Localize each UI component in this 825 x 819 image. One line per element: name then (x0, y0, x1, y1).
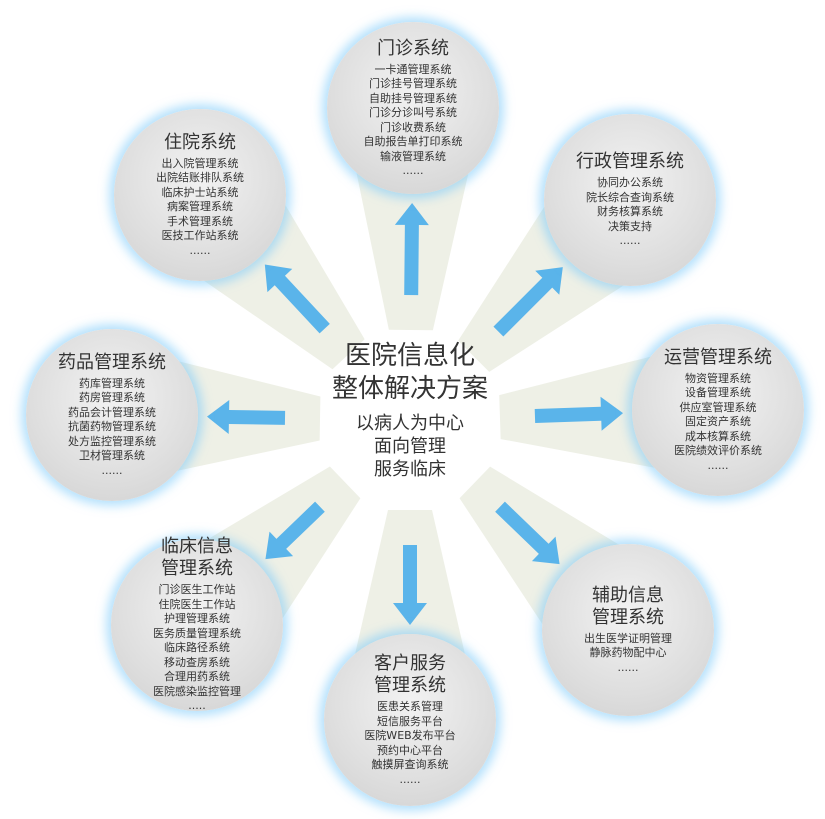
arrow-icon-administration (493, 267, 563, 337)
node-item: 成本核算系统 (685, 429, 751, 443)
node-customer-service: 客户服务管理系统医患关系管理短信服务平台医院WEB发布平台预约中心平台触摸屏查询… (324, 634, 496, 806)
node-administration: 行政管理系统协同办公系统院长综合查询系统财务核算系统决策支持...... (544, 114, 716, 286)
node-inpatient: 住院系统出入院管理系统出院结账排队系统临床护士站系统病案管理系统手术管理系统医技… (114, 109, 286, 281)
node-item: 卫材管理系统 (79, 449, 145, 463)
node-item: 合理用药系统 (164, 670, 230, 684)
center-subtitle-1: 以病人为中心 (356, 413, 464, 434)
node-item: 医务质量管理系统 (153, 626, 241, 640)
node-item: 自助报告单打印系统 (363, 135, 463, 148)
node-item: 手术管理系统 (167, 214, 233, 228)
node-item: ...... (399, 772, 421, 786)
node-item: 出生医学证明管理 (584, 631, 672, 645)
node-title: 门诊系统 (377, 37, 449, 59)
node-title: 管理系统 (374, 675, 446, 696)
node-item: 药品会计管理系统 (68, 405, 156, 419)
node-title: 管理系统 (161, 558, 233, 580)
node-item: 处方监控管理系统 (68, 434, 156, 448)
node-item: 门诊医生工作站 (158, 583, 236, 597)
node-item: 设备管理系统 (685, 386, 751, 400)
node-item: 一卡通管理系统 (374, 62, 452, 76)
node-item: 药库管理系统 (79, 376, 145, 390)
node-pharmacy: 药品管理系统药库管理系统药房管理系统药品会计管理系统抗菌药物管理系统处方监控管理… (26, 329, 198, 501)
arrow-icon-operations (534, 396, 624, 431)
node-clinical: 临床信息管理系统门诊医生工作站住院医生工作站护理管理系统医务质量管理系统临床路径… (111, 536, 283, 713)
node-item: 输液管理系统 (380, 149, 446, 163)
node-item: 医院WEB发布平台 (364, 729, 456, 742)
node-outpatient: 门诊系统一卡通管理系统门诊挂号管理系统自助挂号管理系统门诊分诊叫号系统门诊收费系… (327, 22, 499, 194)
arrow-icon-inpatient (264, 264, 330, 334)
node-item: ..... (188, 699, 206, 713)
node-item: 移动查房系统 (164, 655, 230, 669)
node-item: 护理管理系统 (164, 612, 230, 626)
node-title: 药品管理系统 (58, 351, 166, 373)
node-title: 住院系统 (164, 131, 236, 153)
node-item: 触摸屏查询系统 (371, 758, 449, 771)
arrow-icon-auxiliary (495, 501, 560, 565)
center-subtitle-2: 面向管理 (374, 436, 446, 457)
arrow-icon-customer-service (393, 545, 427, 625)
arrow-icon-pharmacy (206, 399, 286, 434)
node-item: 财务核算系统 (597, 205, 663, 219)
node-operations: 运营管理系统物资管理系统设备管理系统供应室管理系统固定资产系统成本核算系统医院绩… (632, 324, 804, 496)
node-item: 抗菌药物管理系统 (68, 420, 156, 434)
node-item: 静脉药物配中心 (589, 646, 667, 660)
node-title: 行政管理系统 (576, 151, 684, 173)
node-item: ...... (189, 243, 211, 257)
node-item: 医院感染监控管理 (153, 684, 241, 698)
center-title-2: 整体解决方案 (331, 374, 488, 404)
node-item: ...... (617, 660, 639, 674)
node-item: 门诊挂号管理系统 (369, 77, 457, 90)
node-item: 自助挂号管理系统 (369, 91, 457, 105)
node-item: ...... (619, 234, 641, 248)
node-title: 运营管理系统 (664, 346, 772, 368)
node-item: 出院结账排队系统 (156, 171, 244, 185)
node-item: ...... (101, 463, 123, 477)
node-item: 门诊分诊叫号系统 (369, 106, 457, 119)
arrow-icon-clinical (265, 501, 325, 560)
center-hub: 医院信息化 整体解决方案 以病人为中心 面向管理 服务临床 (300, 340, 520, 481)
node-item: 供应室管理系统 (679, 400, 757, 414)
node-item: 病案管理系统 (167, 200, 233, 214)
node-item: 固定资产系统 (685, 415, 751, 429)
node-title: 客户服务 (374, 653, 446, 674)
node-item: 住院医生工作站 (158, 597, 236, 611)
node-item: 临床路径系统 (164, 641, 230, 655)
node-title: 临床信息 (161, 536, 233, 558)
node-item: 院长综合查询系统 (586, 190, 674, 204)
center-subtitle-3: 服务临床 (374, 459, 446, 480)
node-title: 管理系统 (592, 606, 664, 628)
node-item: 协同办公系统 (597, 176, 663, 190)
node-item: 短信服务平台 (377, 714, 443, 728)
node-item: 医技工作站系统 (161, 229, 239, 243)
arrow-icon-outpatient (394, 202, 429, 296)
node-item: 预约中心平台 (377, 743, 443, 757)
node-item: 药房管理系统 (79, 391, 145, 405)
node-item: 医院绩效评价系统 (674, 444, 762, 458)
node-item: 医患关系管理 (377, 700, 443, 713)
node-item: 临床护士站系统 (161, 185, 239, 199)
node-item: 决策支持 (608, 219, 652, 233)
node-auxiliary: 辅助信息管理系统出生医学证明管理静脉药物配中心...... (542, 544, 714, 716)
center-title-1: 医院信息化 (344, 341, 475, 371)
node-item: 出入院管理系统 (161, 156, 239, 170)
node-item: ...... (402, 164, 424, 177)
node-item: ...... (707, 458, 729, 472)
node-title: 辅助信息 (592, 584, 664, 606)
node-item: 门诊收费系统 (380, 120, 446, 134)
node-item: 物资管理系统 (685, 371, 751, 385)
